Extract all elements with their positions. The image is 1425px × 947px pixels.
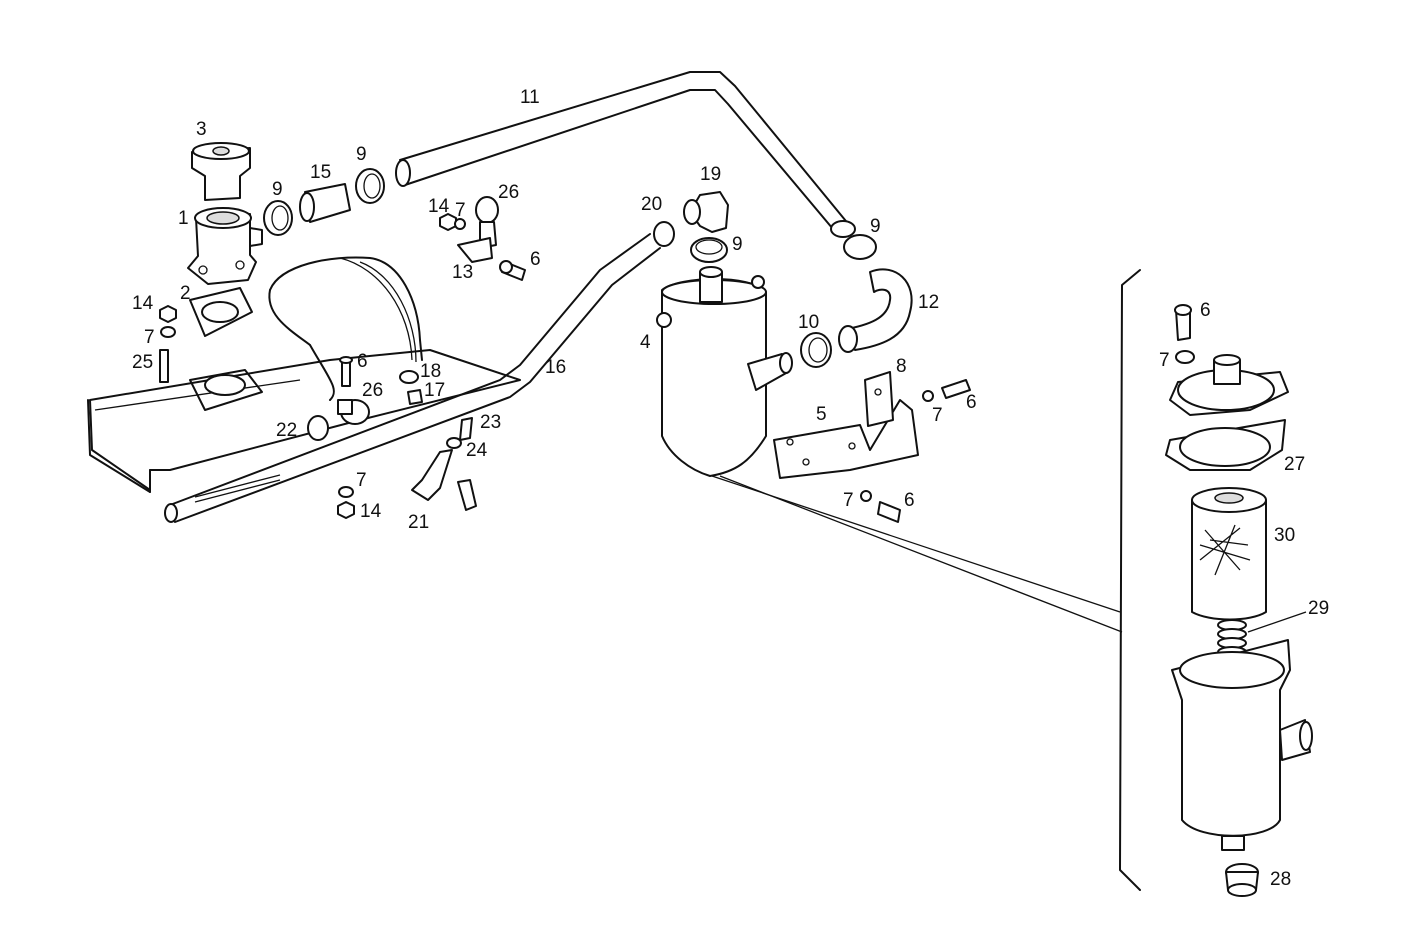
part-2-gasket	[189, 287, 253, 337]
hardware-lower-left	[159, 305, 423, 441]
hose-clamps-upper	[263, 168, 385, 236]
hardware-lower-mid	[337, 417, 477, 519]
bracket-5	[773, 371, 971, 523]
callout-5: 5	[816, 404, 827, 425]
callout-7: 7	[1159, 350, 1170, 371]
callout-3: 3	[196, 119, 207, 140]
callout-14: 14	[132, 293, 154, 314]
detail-plug-28	[1225, 863, 1259, 897]
callout-9: 9	[870, 216, 881, 237]
detail-filter-element-30	[1191, 487, 1267, 621]
detail-gasket-27	[1165, 419, 1286, 471]
callout-10: 10	[798, 312, 819, 333]
pipe-16	[164, 233, 661, 523]
callout-29: 29	[1308, 598, 1329, 619]
callout-6: 6	[357, 351, 368, 372]
part-1-housing	[187, 207, 263, 285]
callout-14: 14	[428, 196, 450, 217]
filter-housing-4	[656, 266, 793, 477]
callout-23: 23	[480, 412, 501, 433]
callout-21: 21	[408, 512, 429, 533]
callout-6: 6	[530, 249, 541, 270]
callout-7: 7	[843, 490, 854, 511]
callout-17: 17	[424, 380, 445, 401]
engine-block	[87, 256, 521, 493]
leader-29	[1247, 611, 1307, 633]
callout-9: 9	[732, 234, 743, 255]
detail-cover	[1169, 304, 1289, 416]
callout-24: 24	[466, 440, 488, 461]
callout-6: 6	[904, 490, 915, 511]
callout-15: 15	[310, 162, 331, 183]
callout-6: 6	[966, 392, 977, 413]
callout-labels: 3 1 9 15 9 11 14 7 26 13 6 19 20 9 9 12 …	[132, 87, 1329, 890]
callout-6: 6	[1200, 300, 1211, 321]
callout-13: 13	[452, 262, 473, 283]
callout-12: 12	[918, 292, 939, 313]
elbow-19	[653, 191, 729, 263]
callout-20: 20	[641, 194, 662, 215]
callout-28: 28	[1270, 869, 1291, 890]
callout-1: 1	[178, 208, 189, 229]
hardware-upper-mid	[439, 196, 526, 281]
callout-2: 2	[180, 283, 191, 304]
callout-7: 7	[144, 327, 155, 348]
callout-9: 9	[356, 144, 367, 165]
pipe-11	[395, 71, 856, 238]
callout-25: 25	[132, 352, 153, 373]
callout-8: 8	[896, 356, 907, 377]
callout-26: 26	[362, 380, 383, 401]
leader-to-detail	[711, 475, 1123, 633]
part-3-cap	[191, 142, 251, 201]
callout-22: 22	[276, 420, 297, 441]
callout-18: 18	[420, 361, 441, 382]
callout-30: 30	[1274, 525, 1295, 546]
callout-19: 19	[700, 164, 721, 185]
callout-9: 9	[272, 179, 283, 200]
callout-14: 14	[360, 501, 382, 522]
callout-27: 27	[1284, 454, 1305, 475]
detail-bowl	[1171, 639, 1313, 851]
callout-7: 7	[932, 405, 943, 426]
callout-4: 4	[640, 332, 651, 353]
callout-7: 7	[356, 470, 367, 491]
hose-12	[800, 234, 913, 368]
callout-11: 11	[520, 87, 540, 108]
detail-frame	[1119, 269, 1141, 891]
callout-7: 7	[455, 200, 466, 221]
callout-16: 16	[545, 357, 566, 378]
callout-26: 26	[498, 182, 519, 203]
